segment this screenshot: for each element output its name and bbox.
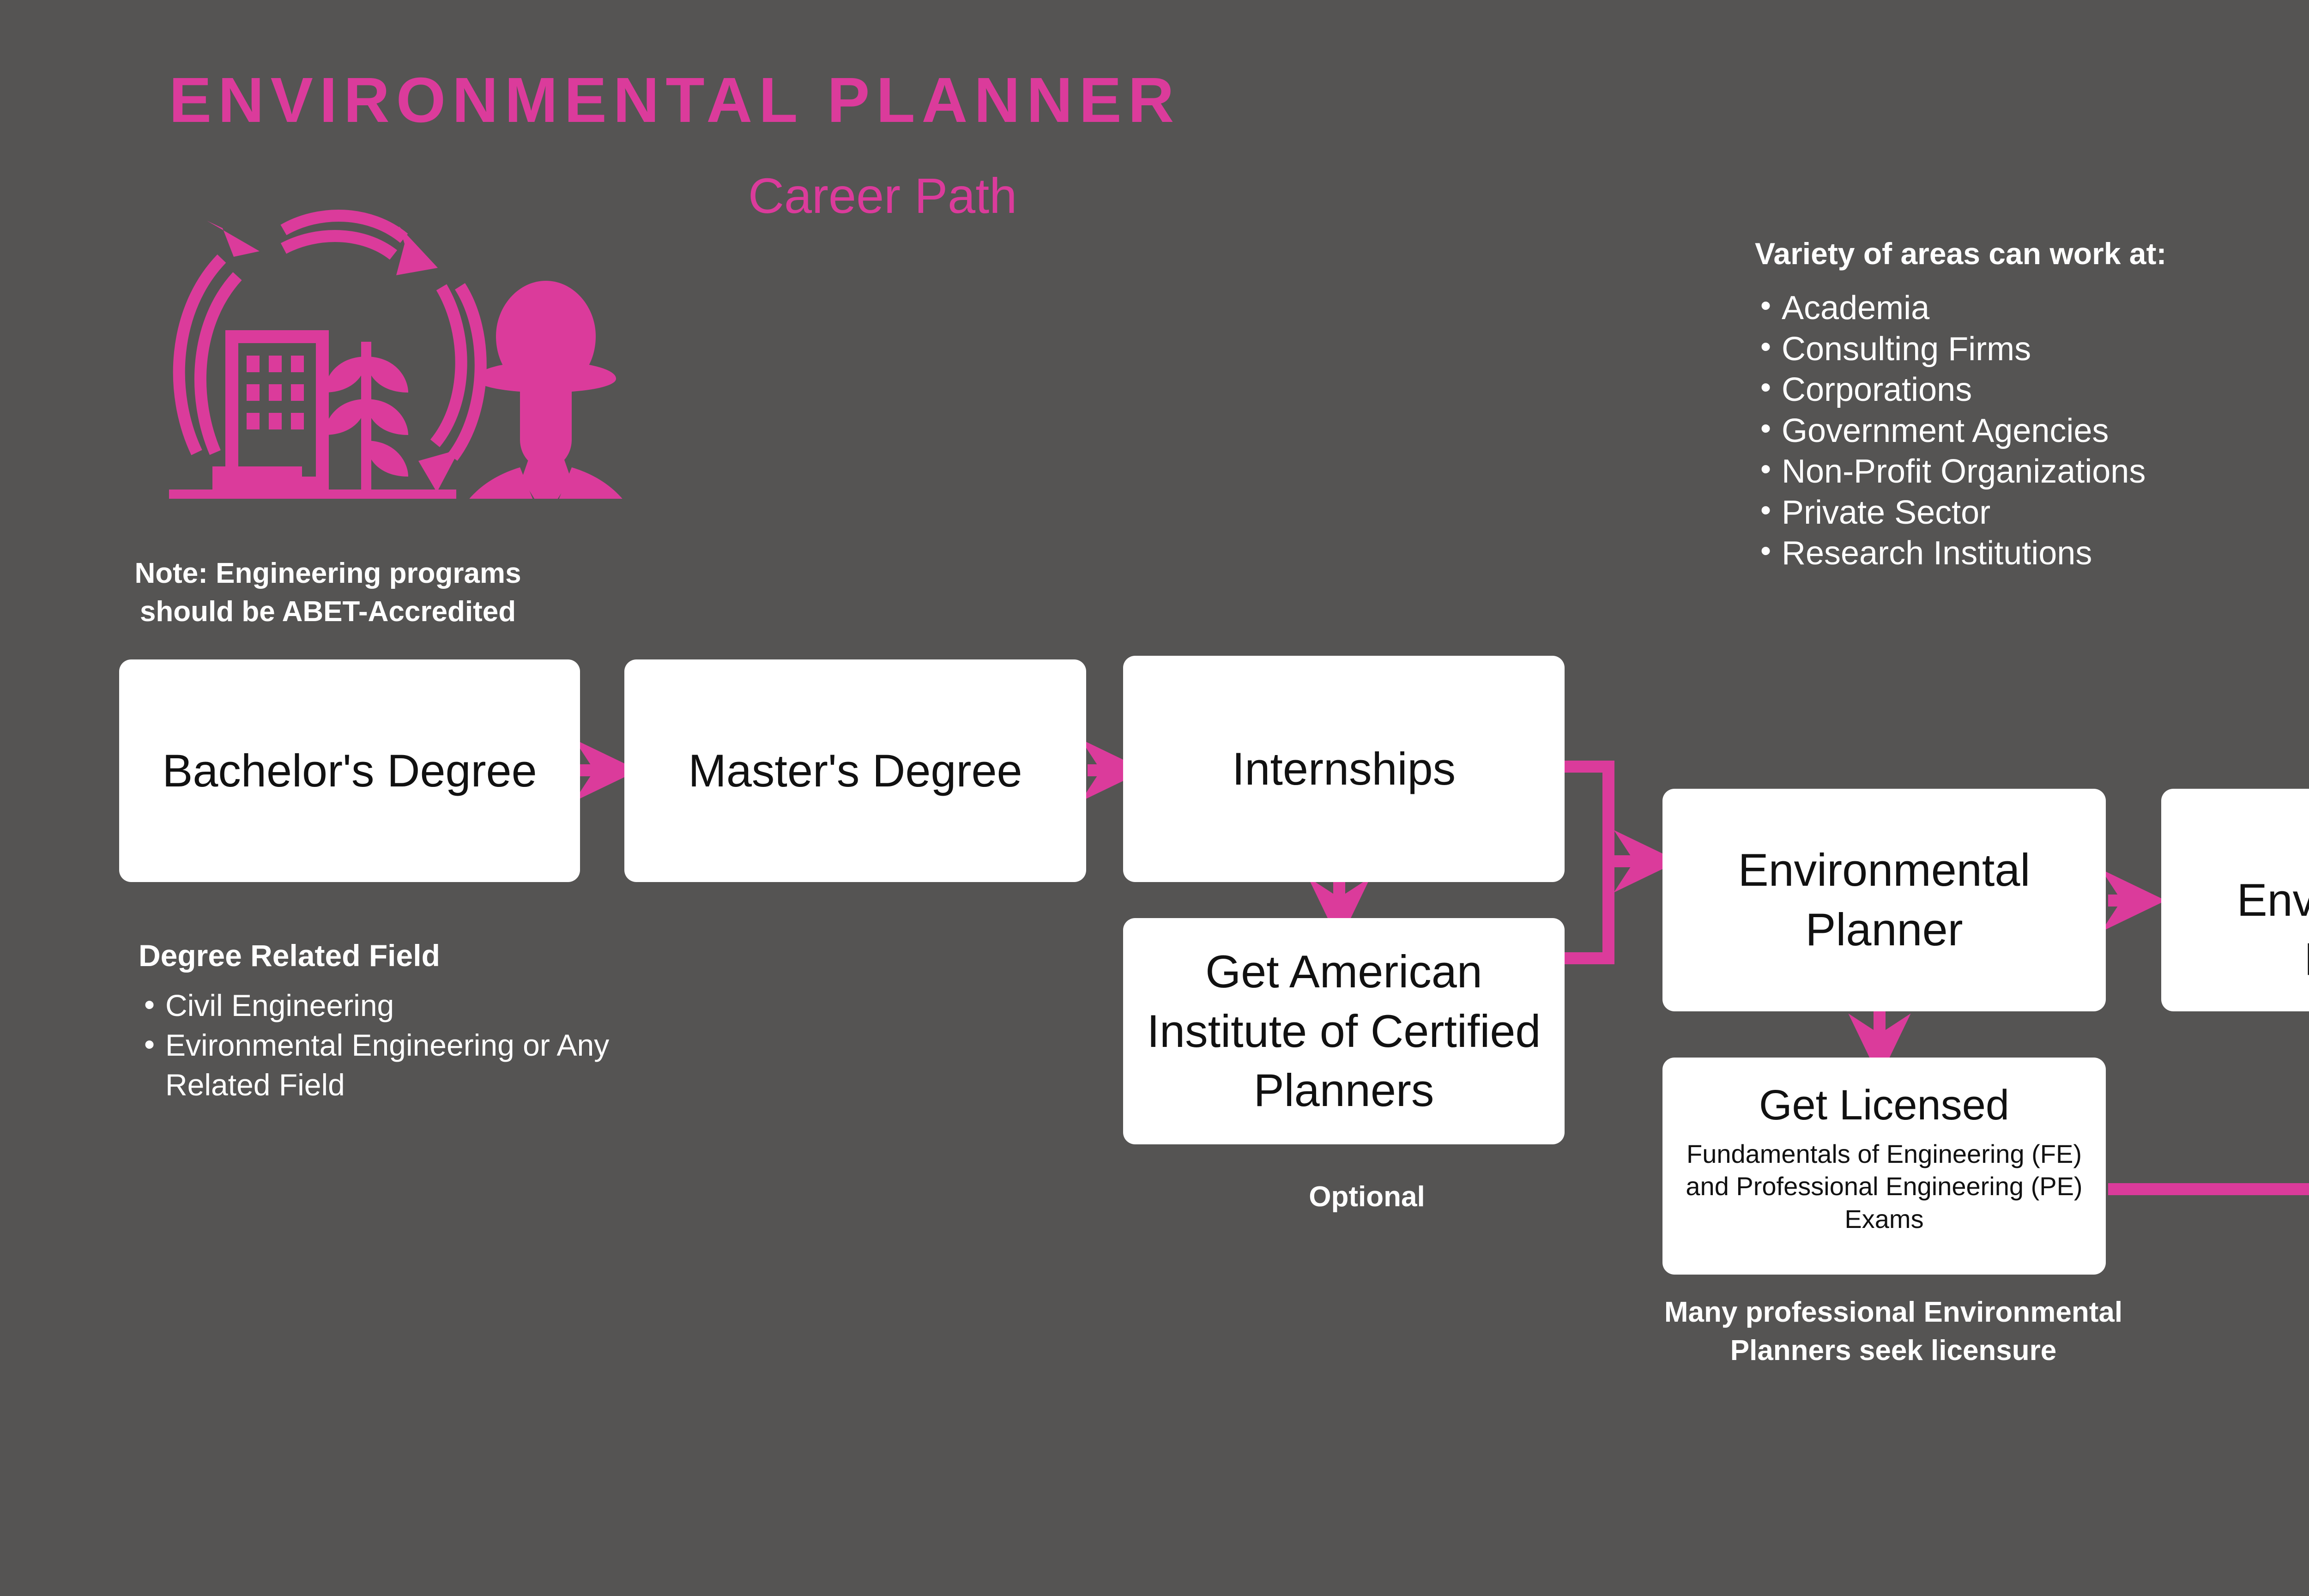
node-bachelors-degree[interactable]: Bachelor's Degree bbox=[119, 659, 580, 882]
node-senior-environmental-planner[interactable]: Senior Environmental Planner bbox=[2161, 789, 2309, 1011]
list-item: Consulting Firms bbox=[1760, 328, 2309, 370]
list-item: Corporations bbox=[1760, 369, 2309, 411]
list-item: Government Agencies bbox=[1760, 410, 2309, 452]
list-item: Research Institutions bbox=[1760, 532, 2309, 574]
degree-related-field-block: Degree Related Field Civil Engineering E… bbox=[139, 937, 720, 1105]
list-item: Civil Engineering bbox=[144, 985, 720, 1026]
node-environmental-planner[interactable]: Environmental Planner bbox=[1662, 789, 2106, 1011]
node-label: Get American Institute of Certified Plan… bbox=[1147, 945, 1541, 1116]
node-label: Master's Degree bbox=[688, 744, 1022, 796]
node-get-aicp[interactable]: Get American Institute of Certified Plan… bbox=[1123, 918, 1565, 1144]
note-abet-accreditation: Note: Engineering programs should be ABE… bbox=[134, 557, 521, 628]
page-subtitle: Career Path bbox=[748, 168, 1017, 224]
list-item: Non-Profit Organizations bbox=[1760, 450, 2309, 492]
node-label: Bachelor's Degree bbox=[162, 744, 537, 796]
node-label: Internships bbox=[1232, 743, 1456, 794]
node-get-licensed[interactable]: Get Licensed Fundamentals of Engineering… bbox=[1662, 1058, 2106, 1275]
work-areas-list: Academia Consulting Firms Corporations G… bbox=[1755, 287, 2309, 574]
node-internships[interactable]: Internships bbox=[1123, 656, 1565, 882]
caption-optional: Optional bbox=[1309, 1181, 1425, 1213]
list-item: Academia bbox=[1760, 287, 2309, 329]
list-item: Evironmental Engineering or Any Related … bbox=[144, 1025, 720, 1105]
caption-licensure: Many professional Environmental Planners… bbox=[1664, 1296, 2123, 1367]
node-sublabel: Fundamentals of Engineering (FE) and Pro… bbox=[1686, 1139, 2083, 1233]
degree-related-field-heading: Degree Related Field bbox=[139, 938, 440, 973]
work-areas-block: Variety of areas can work at: Academia C… bbox=[1755, 236, 2309, 574]
node-label: Get Licensed bbox=[1759, 1082, 2010, 1129]
page-title: ENVIRONMENTAL PLANNER bbox=[169, 65, 1181, 136]
degree-related-field-list: Civil Engineering Evironmental Engineeri… bbox=[139, 985, 720, 1105]
node-label: Senior Environmental Planner bbox=[2236, 874, 2309, 985]
node-masters-degree[interactable]: Master's Degree bbox=[624, 659, 1086, 882]
node-label: Environmental Planner bbox=[1738, 844, 2031, 955]
list-item: Private Sector bbox=[1760, 491, 2309, 533]
work-areas-heading: Variety of areas can work at: bbox=[1755, 236, 2167, 271]
environmental-planner-icon bbox=[169, 209, 623, 499]
